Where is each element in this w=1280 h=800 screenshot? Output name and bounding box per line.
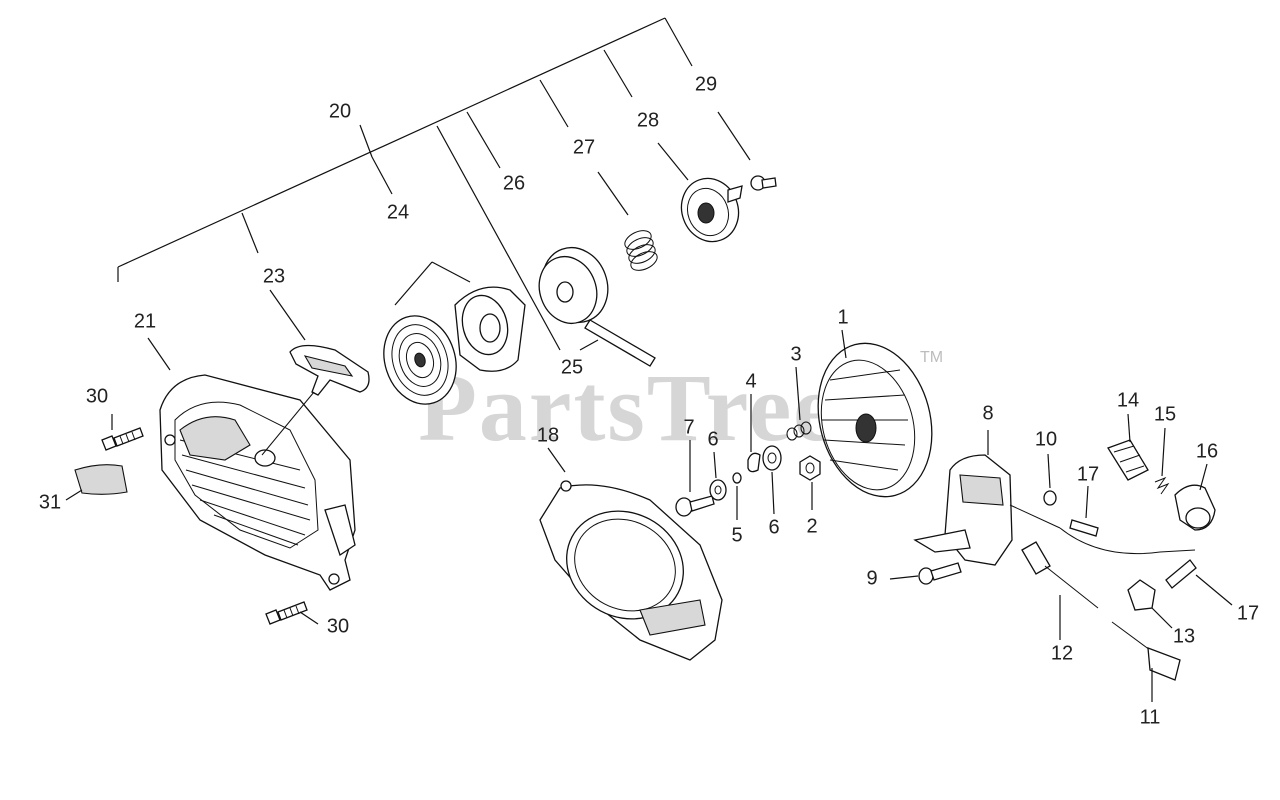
part-21-starter-cover bbox=[159, 374, 356, 591]
callout-13: 13 bbox=[1173, 625, 1195, 647]
callout-23: 23 bbox=[263, 265, 285, 287]
part-17-sleeve-lower bbox=[1165, 559, 1233, 606]
leader-21 bbox=[147, 337, 171, 371]
part-26-pulley bbox=[538, 247, 609, 325]
part-13-cap bbox=[1127, 579, 1173, 629]
callout-31: 31 bbox=[39, 491, 61, 513]
callout-18: 18 bbox=[537, 424, 559, 446]
part-7-bolt bbox=[675, 440, 715, 517]
part-9-bolt bbox=[889, 562, 962, 585]
callout-12: 12 bbox=[1051, 642, 1073, 664]
part-10-washer bbox=[1043, 453, 1057, 506]
part-30-screw-upper bbox=[101, 427, 144, 451]
part-23-starter-handle bbox=[261, 344, 370, 456]
callout-8: 8 bbox=[982, 402, 993, 424]
callout-30-lower: 30 bbox=[327, 615, 349, 637]
callout-27: 27 bbox=[573, 136, 595, 158]
part-27-spring bbox=[597, 171, 658, 271]
callout-20: 20 bbox=[329, 100, 351, 122]
part-16-boot bbox=[1174, 463, 1216, 531]
trademark-mark: TM bbox=[920, 349, 943, 366]
callout-29: 29 bbox=[695, 73, 717, 95]
callout-11: 11 bbox=[1140, 706, 1161, 728]
callout-9: 9 bbox=[866, 567, 877, 589]
part-18-fan-housing bbox=[539, 447, 723, 661]
callout-3: 3 bbox=[790, 343, 801, 365]
part-24-rewind-spring bbox=[383, 261, 526, 405]
part-29-screw bbox=[717, 111, 777, 191]
part-31-label bbox=[74, 464, 128, 495]
part-15-spring bbox=[1154, 427, 1170, 495]
callout-10: 10 bbox=[1035, 428, 1057, 450]
leader-31 bbox=[65, 489, 83, 501]
callout-15: 15 bbox=[1154, 403, 1176, 425]
callout-7: 7 bbox=[683, 416, 694, 438]
callout-6-upper: 6 bbox=[707, 428, 718, 450]
part-6-washer-left bbox=[709, 451, 727, 501]
part-28-ratchet bbox=[657, 142, 743, 243]
leader-23 bbox=[269, 289, 306, 341]
part-8-ignition-coil bbox=[913, 430, 1196, 566]
callout-21: 21 bbox=[134, 310, 156, 332]
callout-17-lower: 17 bbox=[1237, 602, 1259, 624]
callout-labels: 1 2 3 4 5 6 6 7 8 9 10 11 12 13 14 15 16… bbox=[39, 73, 1259, 728]
callout-24: 24 bbox=[387, 201, 409, 223]
callout-14: 14 bbox=[1117, 389, 1139, 411]
part-6-washer-right bbox=[762, 445, 782, 515]
part-11-terminal bbox=[1111, 621, 1181, 702]
callout-2: 2 bbox=[806, 515, 817, 537]
part-3-spring bbox=[786, 366, 812, 441]
callout-5: 5 bbox=[731, 524, 742, 546]
leader-30-lower bbox=[299, 611, 319, 625]
watermark-text: PartsTree bbox=[418, 354, 838, 461]
callout-25: 25 bbox=[561, 356, 583, 378]
part-17-sleeve-upper bbox=[1069, 485, 1099, 537]
part-4-key bbox=[747, 394, 761, 473]
part-25-shaft bbox=[579, 319, 656, 367]
callout-28: 28 bbox=[637, 109, 659, 131]
part-12-lead-wire bbox=[1021, 541, 1099, 640]
callout-30-upper: 30 bbox=[86, 385, 108, 407]
part-14-spark-plug bbox=[1107, 413, 1149, 481]
callout-16: 16 bbox=[1196, 440, 1218, 462]
callout-6-lower: 6 bbox=[768, 516, 779, 538]
callout-1: 1 bbox=[837, 306, 848, 328]
part-5-washer bbox=[732, 472, 742, 520]
assembly-bracket-20 bbox=[117, 17, 693, 351]
part-1-flywheel bbox=[817, 329, 933, 498]
callout-4: 4 bbox=[745, 370, 756, 392]
part-2-nut bbox=[799, 455, 821, 510]
callout-26: 26 bbox=[503, 172, 525, 194]
callout-17-upper: 17 bbox=[1077, 463, 1099, 485]
part-30-screw-lower bbox=[265, 601, 308, 625]
